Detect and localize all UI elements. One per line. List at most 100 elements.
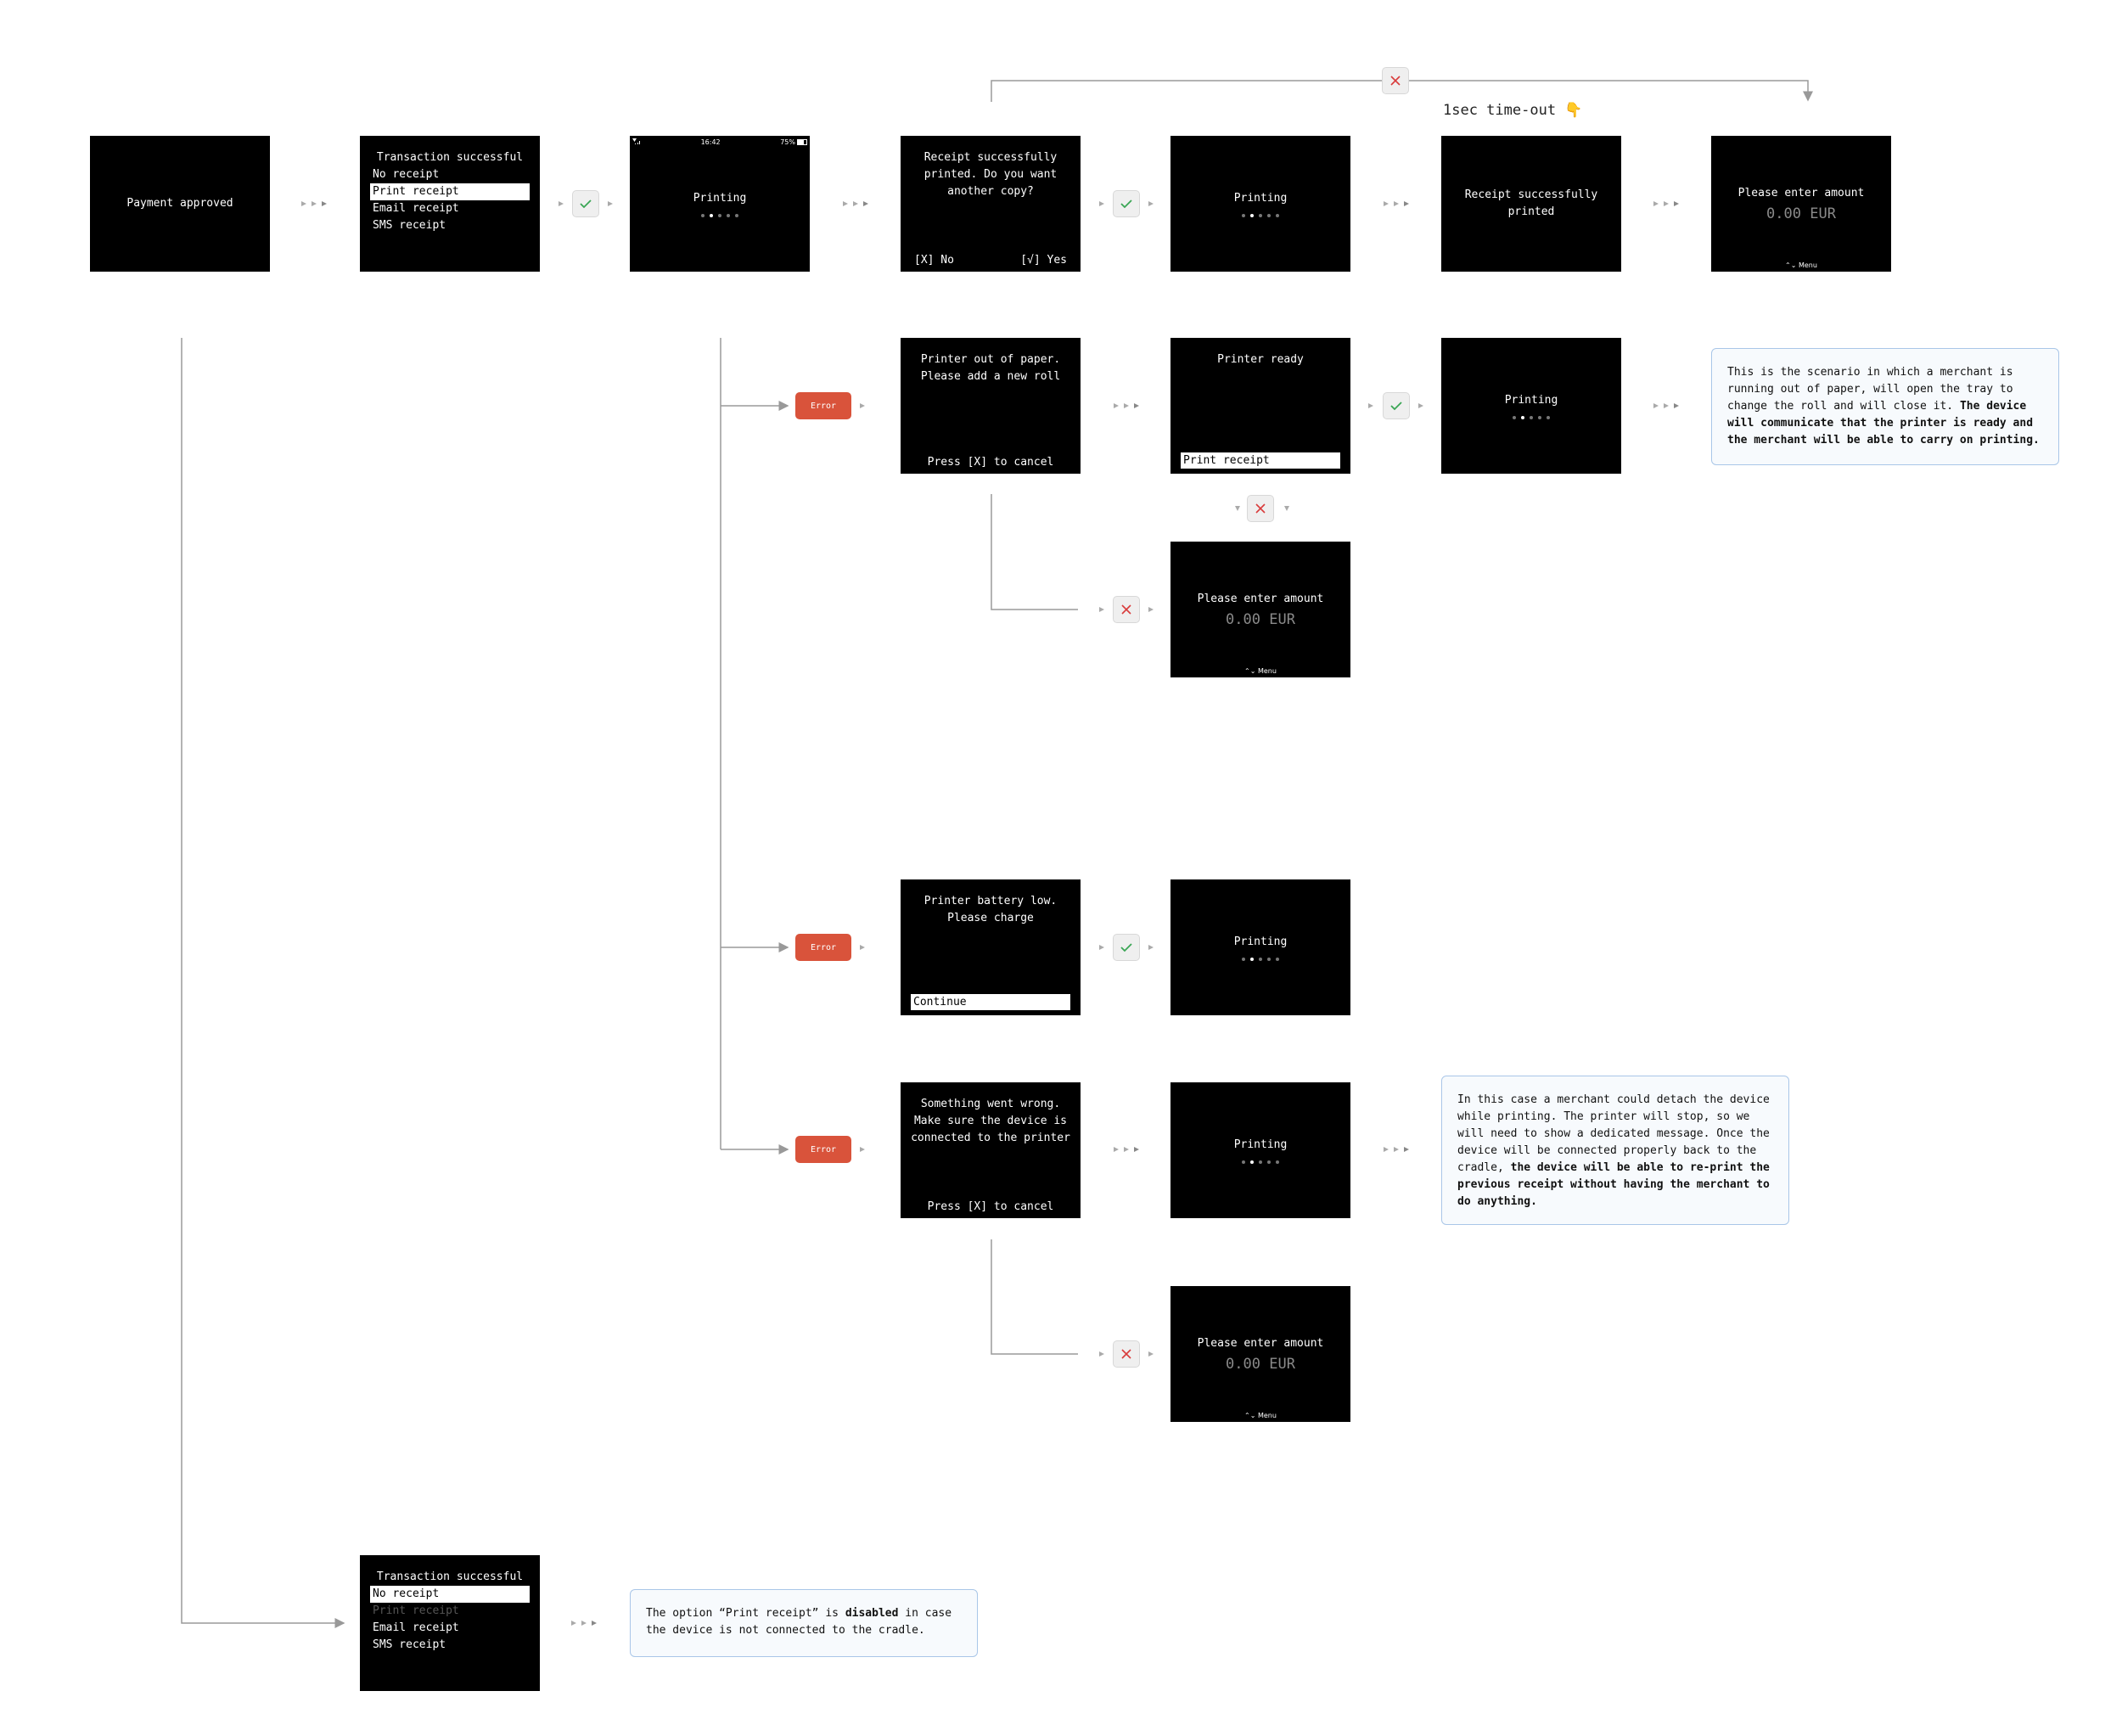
went-wrong-line1: Something went wrong.	[920, 1098, 1061, 1110]
menu-hint-label: Menu	[1257, 667, 1277, 675]
note-paper-bold: The device will communicate that the pri…	[1727, 400, 2040, 447]
close-icon	[1390, 76, 1401, 86]
confirm-badge-4	[1113, 934, 1140, 961]
receipt-copy-line3: another copy?	[947, 185, 1034, 198]
progress-dots	[1242, 214, 1279, 217]
menu-hint[interactable]: ⌃⌄ Menu	[1711, 261, 1891, 269]
cancel-hint: Press [X] to cancel	[927, 456, 1054, 469]
close-icon	[1121, 604, 1131, 615]
battery-low-line1: Printer battery low.	[923, 895, 1058, 907]
error-badge-paper: Error	[795, 392, 851, 419]
printer-ready-title: Printer ready	[1217, 353, 1304, 366]
continue-option[interactable]: Continue	[911, 994, 1070, 1010]
menu-item-sms-receipt[interactable]: SMS receipt	[373, 1638, 446, 1651]
printing-title: Printing	[1233, 1138, 1288, 1151]
receipt-menu: No receipt Print receipt Email receipt S…	[370, 1586, 530, 1654]
menu-item-print-receipt[interactable]: Print receipt	[370, 183, 530, 200]
out-of-paper-line2: Please add a new roll	[920, 370, 1061, 383]
enter-amount-title: Please enter amount	[1197, 593, 1324, 605]
enter-amount-title: Please enter amount	[1197, 1337, 1324, 1350]
menu-item-no-receipt[interactable]: No receipt	[373, 168, 440, 181]
screen-receipt-printed: Receipt successfully printed	[1441, 136, 1621, 272]
confirm-badge-3	[1383, 392, 1410, 419]
out-of-paper-message: Printer out of paper. Please add a new r…	[901, 351, 1081, 385]
check-icon	[1390, 402, 1402, 411]
menu-item-print-receipt-disabled: Print receipt	[373, 1604, 459, 1617]
out-of-paper-line1: Printer out of paper.	[920, 353, 1061, 366]
printing-title: Printing	[1233, 935, 1288, 948]
yes-option[interactable]: [√] Yes	[1020, 254, 1067, 267]
printing-title: Printing	[693, 192, 747, 205]
screen-enter-amount-2: Please enter amount 0.00 EUR ⌃⌄ Menu	[1170, 542, 1350, 677]
menu-hint[interactable]: ⌃⌄ Menu	[1170, 1412, 1350, 1419]
cancel-badge-paper	[1113, 596, 1140, 623]
print-receipt-option[interactable]: Print receipt	[1181, 452, 1340, 469]
amount-value: 0.00 EUR	[1226, 611, 1295, 628]
battery-percent: 75%	[780, 138, 795, 146]
screen-printing-5: Printing	[1170, 1082, 1350, 1218]
menu-item-email-receipt[interactable]: Email receipt	[373, 202, 459, 215]
screen-enter-amount-3: Please enter amount 0.00 EUR ⌃⌄ Menu	[1170, 1286, 1350, 1422]
pointing-down-emoji: 👇	[1564, 102, 1583, 119]
screen-printing-status: 16:42 75% Printing	[630, 136, 810, 272]
status-time: 16:42	[700, 138, 721, 146]
menu-item-email-receipt[interactable]: Email receipt	[373, 1621, 459, 1634]
receipt-menu: No receipt Print receipt Email receipt S…	[370, 166, 530, 234]
screen-transaction-disabled: Transaction successful No receipt Print …	[360, 1555, 540, 1691]
confirm-badge-2	[1113, 190, 1140, 217]
amount-value: 0.00 EUR	[1226, 1356, 1295, 1373]
no-option[interactable]: [X] No	[914, 254, 954, 267]
note-detach-bold: the device will be able to re-print the …	[1457, 1161, 1770, 1208]
progress-dots	[1513, 416, 1550, 419]
menu-hint-label: Menu	[1798, 261, 1817, 269]
timeout-text: 1sec time-out	[1443, 102, 1557, 119]
battery-low-line2: Please charge	[947, 912, 1034, 924]
receipt-copy-line1: Receipt successfully	[923, 151, 1058, 164]
went-wrong-message: Something went wrong. Make sure the devi…	[901, 1096, 1081, 1147]
enter-amount-title: Please enter amount	[1737, 187, 1865, 199]
menu-hint[interactable]: ⌃⌄ Menu	[1170, 667, 1350, 675]
screen-enter-amount-1: Please enter amount 0.00 EUR ⌃⌄ Menu	[1711, 136, 1891, 272]
screen-printing-4: Printing	[1170, 879, 1350, 1015]
screen-battery-low: Printer battery low. Please charge Conti…	[901, 879, 1081, 1015]
went-wrong-line3: connected to the printer	[911, 1132, 1070, 1144]
chevron-up-down-icon: ⌃⌄	[1244, 667, 1256, 675]
note-disabled-bold: disabled	[845, 1607, 899, 1620]
screen-printer-ready: Printer ready Print receipt	[1170, 338, 1350, 474]
went-wrong-line2: Make sure the device is	[913, 1115, 1067, 1127]
battery-low-message: Printer battery low. Please charge	[901, 893, 1081, 927]
error-badge-connection: Error	[795, 1136, 851, 1163]
progress-dots	[1242, 1160, 1279, 1164]
note-detach: In this case a merchant could detach the…	[1441, 1076, 1789, 1225]
close-icon	[1121, 1349, 1131, 1359]
cancel-badge-timeout	[1382, 67, 1409, 94]
signal-icon	[632, 138, 641, 146]
error-badge-battery: Error	[795, 934, 851, 961]
screen-transaction-successful: Transaction successful No receipt Print …	[360, 136, 540, 272]
check-icon	[1120, 943, 1132, 952]
note-disabled: The option “Print receipt” is disabled i…	[630, 1589, 978, 1657]
menu-item-no-receipt[interactable]: No receipt	[370, 1586, 530, 1603]
progress-dots	[1242, 958, 1279, 961]
status-bar: 16:42 75%	[632, 138, 807, 146]
menu-hint-label: Menu	[1257, 1412, 1277, 1419]
screen-went-wrong: Something went wrong. Make sure the devi…	[901, 1082, 1081, 1218]
transaction-title: Transaction successful	[376, 151, 524, 164]
check-icon	[580, 199, 592, 209]
screen-printing-3: Printing	[1441, 338, 1621, 474]
note-paper: This is the scenario in which a merchant…	[1711, 348, 2059, 465]
battery-indicator: 75%	[780, 138, 807, 146]
check-icon	[1120, 199, 1132, 209]
note-paper-text: This is the scenario in which a merchant…	[1727, 366, 2013, 413]
receipt-copy-message: Receipt successfully printed. Do you wan…	[901, 149, 1081, 200]
screen-payment-approved: Payment approved	[90, 136, 270, 272]
chevron-up-down-icon: ⌃⌄	[1785, 261, 1797, 269]
note-disabled-a: The option “Print receipt” is	[646, 1607, 845, 1620]
menu-item-sms-receipt[interactable]: SMS receipt	[373, 219, 446, 232]
timeout-label: 1sec time-out 👇	[1443, 102, 1582, 119]
note-disabled-c: in case the device is not connected to t…	[646, 1607, 952, 1637]
close-icon	[1255, 503, 1266, 514]
amount-value: 0.00 EUR	[1766, 205, 1836, 222]
receipt-printed-line2: printed	[1507, 205, 1555, 218]
